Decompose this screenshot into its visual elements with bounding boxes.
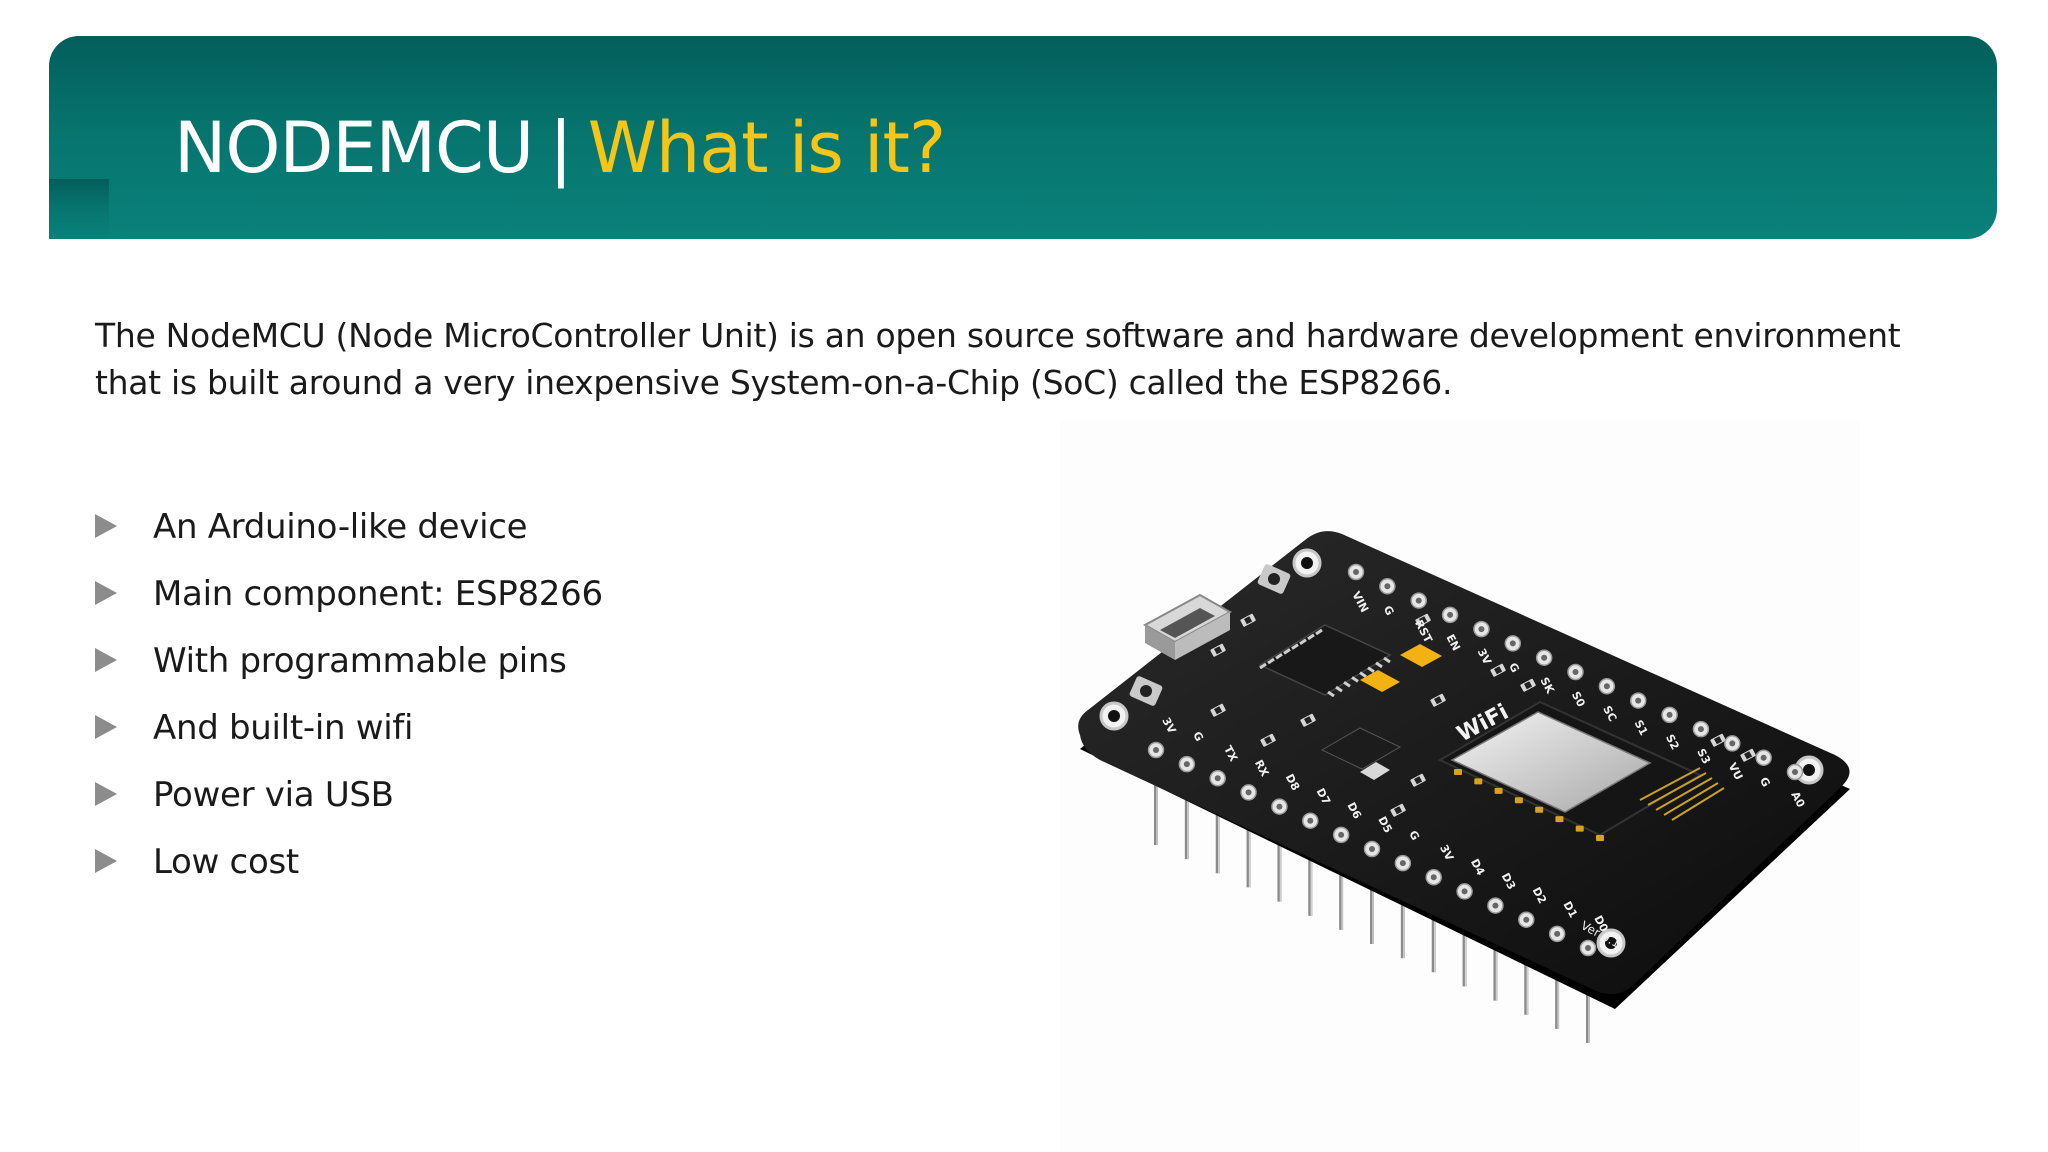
bullet-list: An Arduino-like device Main component: E… [95, 502, 603, 904]
voltage-regulator [1320, 727, 1402, 780]
slide-title: NODEMCU|What is it? [174, 106, 946, 190]
header-band [49, 36, 1997, 239]
bullet-arrow-icon [95, 648, 117, 672]
list-item: Low cost [95, 837, 603, 904]
flash-button [1129, 676, 1163, 706]
title-subtitle: What is it? [587, 107, 946, 189]
bullet-text: Main component: ESP8266 [153, 574, 603, 614]
list-item: With programmable pins [95, 636, 603, 703]
bullet-arrow-icon [95, 849, 117, 873]
header-holes [1147, 563, 1804, 957]
bullet-text: Low cost [153, 842, 299, 882]
bullet-arrow-icon [95, 581, 117, 605]
bullet-text: Power via USB [153, 775, 394, 815]
bullet-text: An Arduino-like device [153, 507, 528, 547]
list-item: Main component: ESP8266 [95, 569, 603, 636]
list-item: An Arduino-like device [95, 502, 603, 569]
list-item: And built-in wifi [95, 703, 603, 770]
usb-serial-chip [1258, 624, 1392, 698]
usb-connector [1142, 593, 1233, 660]
bullet-arrow-icon [95, 782, 117, 806]
top-pin-label: S1 [1632, 718, 1651, 738]
bullet-text: And built-in wifi [153, 708, 414, 748]
bullet-text: With programmable pins [153, 641, 567, 681]
title-separator: | [549, 107, 573, 189]
title-main: NODEMCU [174, 107, 534, 189]
bullet-arrow-icon [95, 715, 117, 739]
reset-button [1257, 564, 1291, 594]
list-item: Power via USB [95, 770, 603, 837]
esp8266-module: WiFi [1437, 700, 1725, 841]
top-pin-label: S3 [1694, 746, 1713, 766]
top-pin-label: S2 [1663, 732, 1682, 752]
intro-paragraph: The NodeMCU (Node MicroController Unit) … [95, 316, 1901, 402]
bullet-arrow-icon [95, 514, 117, 538]
